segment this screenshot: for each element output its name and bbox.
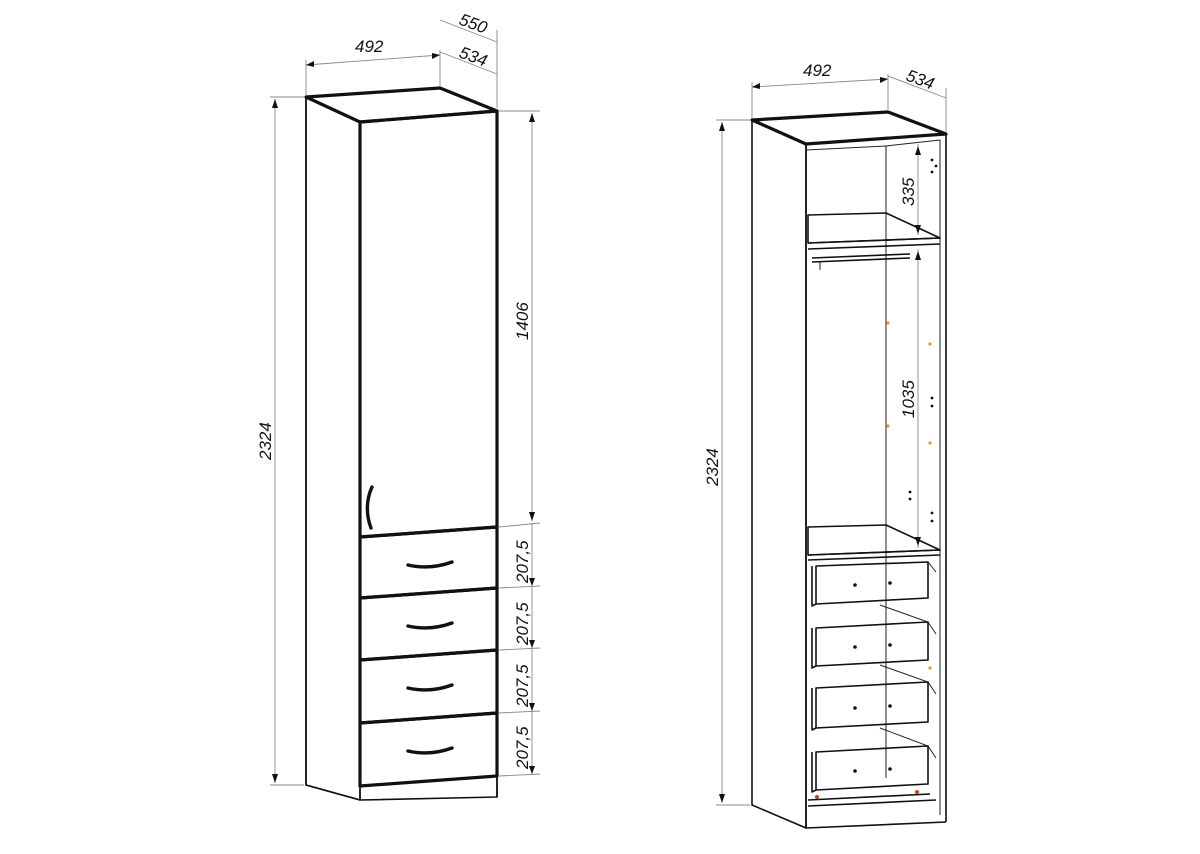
open-wardrobe [750, 110, 948, 829]
drawer-handle-4 [406, 746, 454, 755]
drawer-handle-1 [406, 560, 454, 569]
drawer-height-label-3: 207,5 [513, 664, 532, 708]
drawer-front-3 [358, 648, 499, 725]
open-drawer-4 [811, 727, 937, 793]
open-dimensions: 492 534 2324 335 1035 [703, 61, 947, 806]
drawer-front-1 [358, 525, 499, 600]
closed-side-panel [305, 96, 361, 801]
hanging-rail [811, 253, 911, 259]
open-depth-label: 534 [904, 66, 937, 94]
open-drawer-2 [811, 604, 937, 669]
open-side-panel [751, 119, 807, 829]
closed-width-label: 492 [355, 37, 384, 56]
drawer-handle-2 [406, 621, 454, 630]
closed-height-label: 2324 [256, 422, 275, 461]
open-top-face [750, 110, 948, 146]
door-handle [365, 485, 374, 530]
open-drawer-3 [811, 664, 937, 731]
door-height-label: 1406 [513, 302, 532, 340]
open-width-label: 492 [803, 61, 832, 80]
closed-top-face [304, 86, 499, 124]
drawer-height-label-4: 207,5 [513, 726, 532, 770]
drawer-height-label-1: 207,5 [513, 540, 532, 584]
drawer-height-label-2: 207,5 [513, 602, 532, 646]
drawer-handle-3 [406, 683, 454, 692]
closed-plinth [359, 775, 498, 801]
hanging-height-label: 1035 [899, 380, 918, 418]
door-panel [358, 109, 499, 539]
top-shelf-height-label: 335 [899, 177, 918, 206]
drawer-front-4 [358, 711, 499, 788]
closed-wardrobe [304, 86, 499, 801]
closed-depth-body-label: 534 [457, 43, 490, 71]
closed-dimensions: 492 550 534 2324 1406 207,5 207,5 [256, 10, 541, 786]
open-height-label: 2324 [703, 448, 722, 487]
open-drawer-1 [811, 561, 937, 607]
closed-depth-total-label: 550 [457, 10, 491, 38]
drawer-front-2 [358, 586, 499, 662]
